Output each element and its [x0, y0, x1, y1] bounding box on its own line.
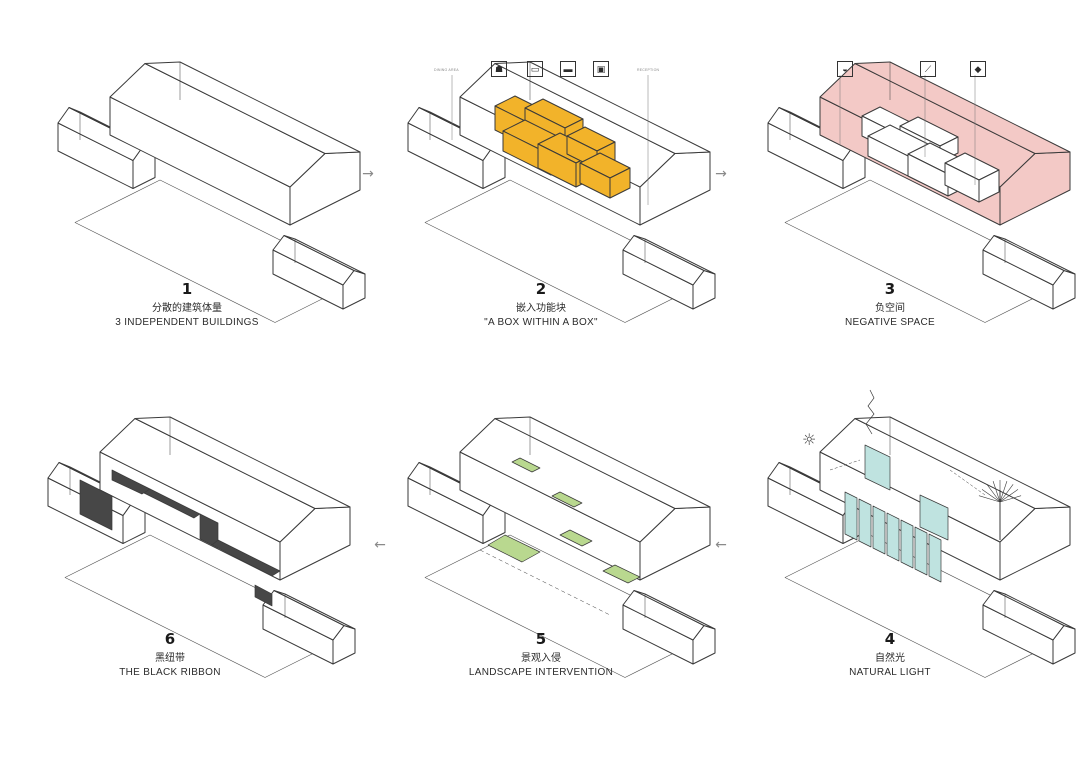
caption-chinese: 分散的建筑体量 — [152, 303, 222, 314]
green-courtyard — [602, 564, 641, 584]
caption-english: THE BLACK RIBBON — [119, 667, 221, 678]
cloud-sketch — [865, 389, 875, 435]
caption-4: 4 自然光 NATURAL LIGHT — [770, 630, 1010, 679]
diagram-4-natural-light: ☼ — [767, 389, 1076, 678]
tree-branch — [999, 495, 1022, 503]
caption-1: 1 分散的建筑体量 3 INDEPENDENT BUILDINGS — [67, 280, 307, 329]
hand-icon: ◆ — [970, 61, 986, 77]
scene-group — [767, 61, 1076, 323]
gamepad-icon: ◒ — [837, 61, 853, 77]
caption-3: 3 负空间 NEGATIVE SPACE — [770, 280, 1010, 329]
glass-panel — [914, 526, 928, 576]
desk-icon: ▣ — [593, 61, 609, 77]
light-ray — [829, 459, 861, 471]
white-void-box — [978, 169, 1000, 203]
caption-number: 1 — [181, 280, 193, 298]
caption-number: 3 — [884, 280, 896, 298]
reception-label: RECEPTION — [637, 68, 660, 72]
glass-panel — [858, 498, 872, 548]
caption-chinese: 负空间 — [875, 303, 905, 314]
roof-back-slope — [273, 590, 356, 630]
green-roof-garden — [511, 457, 541, 473]
tree-branch — [981, 489, 1001, 503]
black-ribbon-entrance — [254, 584, 273, 607]
green-roof-garden — [551, 491, 583, 508]
tree-branch — [999, 489, 1019, 503]
green-strip — [559, 529, 593, 547]
tree-branch — [992, 481, 1001, 503]
glass-panel — [844, 491, 858, 541]
caption-2: 2 嵌入功能块 "A BOX WITHIN A BOX" — [421, 280, 661, 329]
caption-english: LANDSCAPE INTERVENTION — [468, 667, 614, 678]
scene-group: ☼ — [767, 389, 1076, 678]
yellow-function-box — [609, 167, 631, 199]
arrow-right-1-to-2: → — [362, 166, 374, 182]
scene-group — [407, 61, 716, 323]
arrow-left-5-to-6: ← — [374, 537, 386, 553]
path-line — [479, 549, 611, 616]
diagram-1-independent-buildings — [57, 61, 366, 323]
caption-chinese: 景观入侵 — [521, 653, 561, 664]
scene-group — [47, 416, 356, 678]
caption-chinese: 黑纽带 — [155, 653, 185, 664]
tree-branch — [978, 495, 1001, 503]
caption-chinese: 嵌入功能块 — [516, 303, 566, 314]
diagram-3-negative-space — [767, 61, 1076, 323]
diagram-5-landscape-intervention — [407, 416, 716, 678]
roof-back-slope — [993, 590, 1076, 630]
diagram-2-box-within-box — [407, 61, 716, 323]
skylight-glass — [919, 494, 949, 541]
roof-back-slope — [633, 590, 716, 630]
dining-area-label: DINING AREA — [434, 68, 459, 72]
caption-number: 2 — [535, 280, 547, 298]
roof-back-slope — [494, 416, 711, 509]
arrow-left-4-to-5: ← — [715, 537, 727, 553]
scene-group — [407, 416, 716, 678]
glass-panel — [900, 519, 914, 569]
roof-back-slope — [854, 416, 1071, 509]
green-courtyard — [487, 534, 541, 563]
roof-back-slope — [283, 235, 366, 275]
caption-number: 4 — [884, 630, 896, 648]
skylight-glass — [864, 444, 891, 491]
caption-6: 6 黑纽带 THE BLACK RIBBON — [50, 630, 290, 679]
light-ray — [949, 469, 986, 496]
sofa-icon: ▬ — [560, 61, 576, 77]
caption-english: NEGATIVE SPACE — [845, 317, 935, 328]
diagram-6-black-ribbon — [47, 416, 356, 678]
tree-branch — [986, 484, 1001, 503]
caption-chinese: 自然光 — [875, 653, 905, 664]
tree-branch — [999, 481, 1008, 503]
caption-number: 5 — [535, 630, 547, 648]
yoga-icon: ⟋ — [920, 61, 936, 77]
roof-back-slope — [633, 235, 716, 275]
sun-icon: ☼ — [802, 430, 816, 449]
caption-english: 3 INDEPENDENT BUILDINGS — [115, 317, 259, 328]
caption-english: NATURAL LIGHT — [849, 667, 931, 678]
roof-back-slope — [144, 61, 361, 154]
roof-back-slope — [993, 235, 1076, 275]
glass-panel — [886, 512, 900, 562]
scene-group — [57, 61, 366, 323]
tree-branch — [999, 484, 1014, 503]
black-ribbon — [211, 539, 281, 577]
roof-back-slope — [494, 61, 711, 154]
caption-english: "A BOX WITHIN A BOX" — [484, 317, 598, 328]
glass-panel — [872, 505, 886, 555]
roof-back-slope — [134, 416, 351, 509]
black-ribbon — [111, 469, 151, 495]
black-ribbon — [79, 479, 113, 531]
display-icon: ▭ — [527, 61, 543, 77]
restroom-icon: ☗ — [491, 61, 507, 77]
arrow-right-2-to-3: → — [715, 166, 727, 182]
caption-number: 6 — [164, 630, 176, 648]
glass-panel — [928, 533, 942, 583]
black-ribbon — [143, 488, 201, 519]
caption-5: 5 景观入侵 LANDSCAPE INTERVENTION — [421, 630, 661, 679]
